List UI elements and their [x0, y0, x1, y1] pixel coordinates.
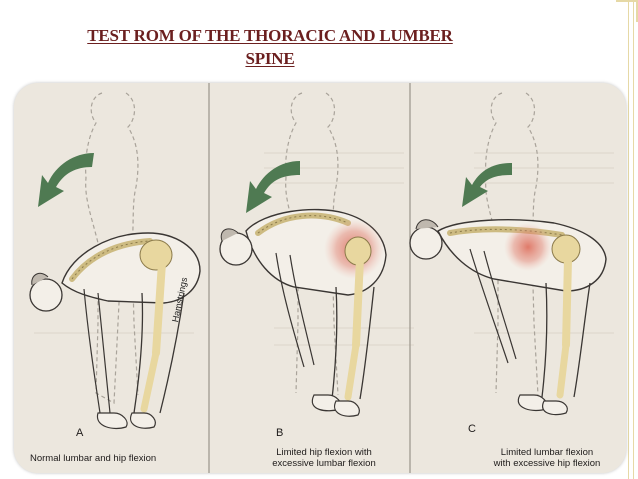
pain-highlight-hip — [504, 223, 552, 271]
panel-a-figure — [29, 92, 201, 430]
panel-c-caption: Limited lumbar flexion with excessive hi… — [472, 447, 622, 469]
slide-frame-border — [628, 0, 634, 479]
flexion-arrow-icon — [246, 161, 300, 213]
panel-c-letter: C — [468, 423, 476, 435]
slide-title-line2: SPINE — [245, 49, 295, 68]
panel-b-letter: B — [276, 427, 284, 439]
slide-title-line1: TEST ROM OF THE THORACIC AND LUMBER — [87, 26, 453, 45]
panel-b-caption-line1: Limited hip flexion with — [276, 447, 372, 458]
spine-rom-figure: Hamstrings A B C Normal lumbar and hip f… — [14, 83, 626, 473]
panel-a-caption-line1: Normal lumbar and hip flexion — [30, 453, 157, 464]
panel-b-caption: Limited hip flexion with excessive lumba… — [258, 447, 390, 469]
flexion-arrow-icon — [462, 163, 512, 207]
panel-c-caption-line2: with excessive hip flexion — [493, 458, 601, 469]
flexion-arrow-icon — [38, 153, 94, 207]
panel-b-figure — [219, 92, 387, 417]
panel-b-caption-line2: excessive lumbar flexion — [272, 458, 376, 469]
figure-illustration — [14, 83, 626, 473]
panel-c-figure — [409, 92, 607, 416]
slide-title: TEST ROM OF THE THORACIC AND LUMBER SPIN… — [20, 24, 520, 70]
panel-a-letter: A — [76, 427, 84, 439]
panel-c-caption-line1: Limited lumbar flexion — [500, 447, 594, 458]
panel-a-caption: Normal lumbar and hip flexion — [30, 453, 156, 464]
slide-frame-corner — [616, 0, 638, 22]
